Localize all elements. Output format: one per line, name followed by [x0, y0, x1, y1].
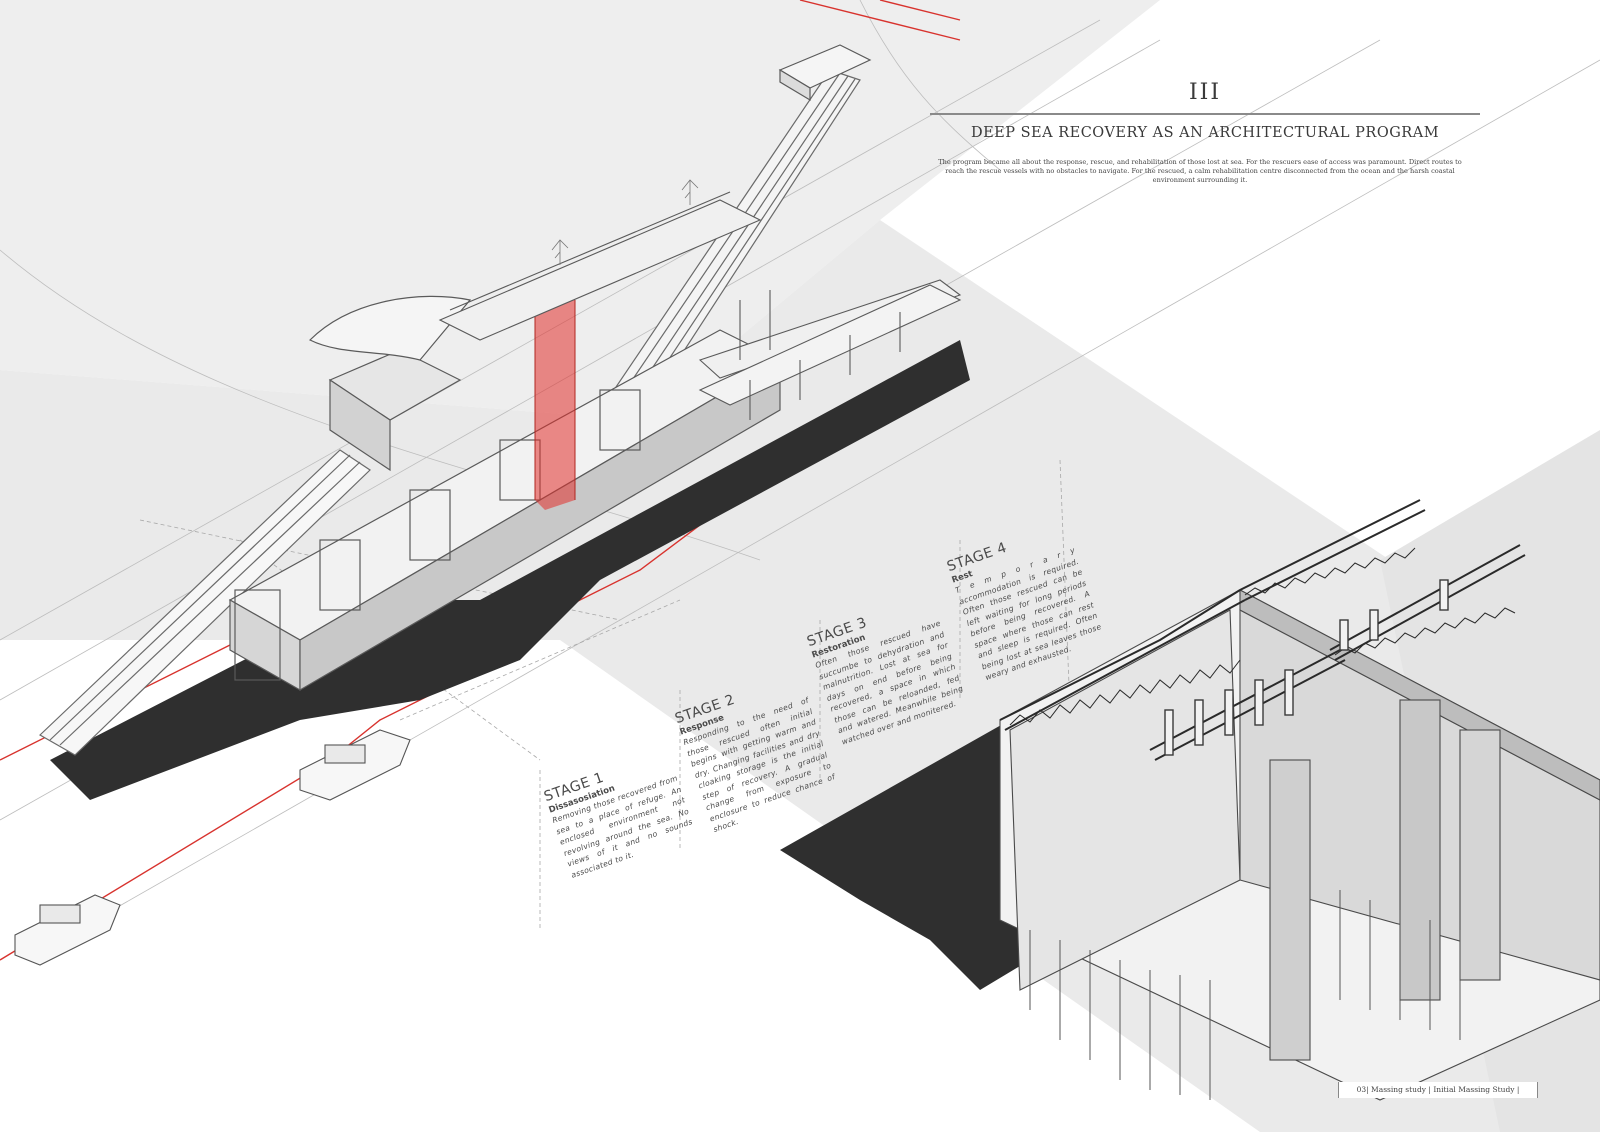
page-title: DEEP SEA RECOVERY AS AN ARCHITECTURAL PR… [970, 125, 1440, 141]
title-block: III DEEP SEA RECOVERY AS AN ARCHITECTURA… [930, 80, 1480, 141]
boat-upper [299, 729, 411, 801]
boat-lower [14, 894, 121, 966]
main-building [228, 295, 782, 692]
top-pavilion [778, 44, 872, 102]
red-tower [534, 290, 576, 510]
cast-shadows [50, 340, 1060, 990]
section-number: III [1188, 80, 1222, 105]
page-footer: 03| Massing study | Initial Massing Stud… [1338, 1082, 1538, 1098]
ground-band-upper [0, 0, 1160, 420]
pier [698, 284, 962, 420]
program-description: The program became all about the respons… [938, 158, 1462, 184]
truss-diagonals [1009, 547, 1516, 726]
trees [551, 179, 699, 265]
roof-trusses [999, 499, 1526, 761]
title-rule [930, 113, 1480, 115]
section-columns [1164, 579, 1449, 756]
section-piles [1029, 890, 1461, 1100]
ramp-left [39, 449, 371, 756]
